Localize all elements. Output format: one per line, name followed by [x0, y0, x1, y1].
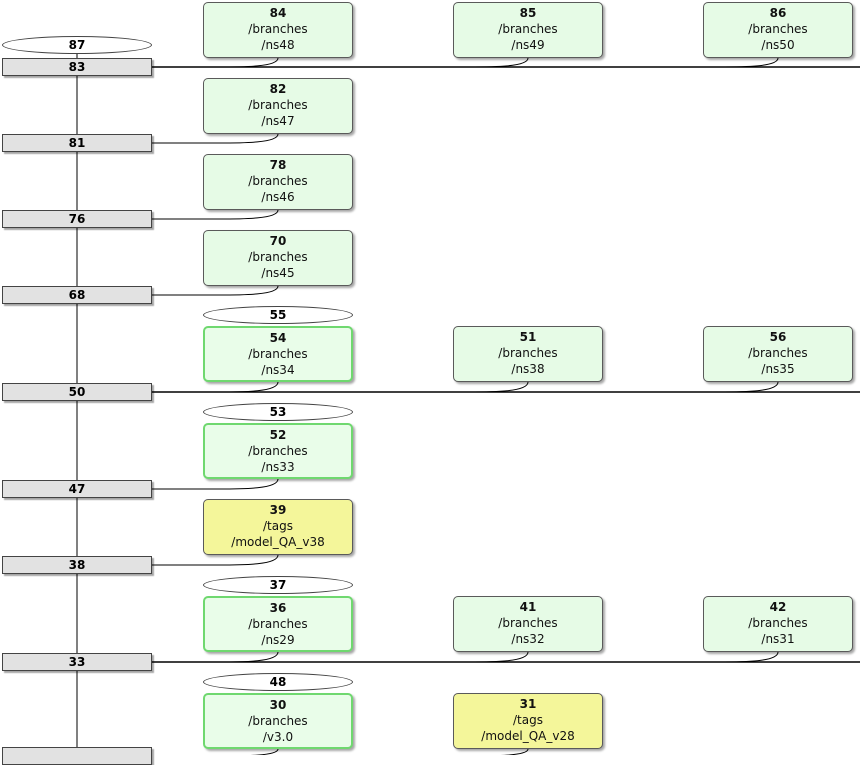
head-ellipse[interactable]: 48: [203, 673, 353, 691]
tag-node[interactable]: 31/tags/model_QA_v28: [453, 693, 603, 749]
revision-number: 39: [269, 503, 287, 517]
node-name: /v3.0: [262, 730, 294, 744]
branch-link: [217, 57, 279, 68]
branch-node[interactable]: 30/branches/v3.0: [203, 693, 353, 749]
revision-number: 54: [269, 331, 287, 345]
node-path: /branches: [498, 22, 558, 36]
branch-node[interactable]: 56/branches/ns35: [703, 326, 853, 382]
node-name: /ns50: [761, 38, 795, 52]
trunk-revision[interactable]: 83: [2, 58, 152, 76]
revision-number: 41: [519, 600, 537, 614]
branch-node[interactable]: 85/branches/ns49: [453, 2, 603, 58]
node-path: /branches: [248, 174, 308, 188]
branch-link: [152, 554, 279, 566]
trunk-revision[interactable]: 50: [2, 383, 152, 401]
node-name: /ns48: [261, 38, 295, 52]
node-name: /ns46: [261, 190, 295, 204]
branch-link: [152, 478, 279, 490]
trunk-revision[interactable]: 38: [2, 556, 152, 574]
node-path: /branches: [498, 346, 558, 360]
branch-link: [217, 381, 279, 393]
branch-link: [152, 133, 279, 144]
trunk-revision[interactable]: 81: [2, 134, 152, 152]
revision-number: 36: [269, 601, 287, 615]
node-name: /ns32: [511, 632, 545, 646]
head-ellipse[interactable]: 87: [2, 36, 152, 54]
branch-node[interactable]: 82/branches/ns47: [203, 78, 353, 134]
node-path: /branches: [748, 22, 808, 36]
revision-number: 42: [769, 600, 787, 614]
head-ellipse[interactable]: 37: [203, 576, 353, 594]
node-name: /ns34: [261, 363, 295, 377]
node-name: /model_QA_v38: [231, 535, 325, 549]
node-path: /branches: [748, 346, 808, 360]
trunk-revision[interactable]: 68: [2, 286, 152, 304]
node-name: /ns35: [761, 362, 795, 376]
head-ellipse[interactable]: 53: [203, 403, 353, 421]
revision-number: 30: [269, 698, 287, 712]
node-name: /ns33: [261, 460, 295, 474]
node-path: /branches: [498, 616, 558, 630]
node-path: /branches: [248, 714, 308, 728]
branch-node[interactable]: 52/branches/ns33: [203, 423, 353, 479]
node-path: /branches: [248, 98, 308, 112]
node-path: /tags: [263, 519, 293, 533]
node-path: /branches: [248, 347, 308, 361]
revision-number: 86: [769, 6, 787, 20]
branch-node[interactable]: 54/branches/ns34: [203, 326, 353, 382]
branch-node[interactable]: 42/branches/ns31: [703, 596, 853, 652]
node-name: /ns31: [761, 632, 795, 646]
revision-number: 51: [519, 330, 537, 344]
branch-link: [717, 381, 779, 393]
branch-node[interactable]: 86/branches/ns50: [703, 2, 853, 58]
revision-number: 56: [769, 330, 787, 344]
branch-link: [250, 748, 279, 755]
branch-link: [467, 651, 529, 663]
node-name: /ns29: [261, 633, 295, 647]
revision-number: 85: [519, 6, 537, 20]
branch-link: [717, 651, 779, 663]
branch-link: [717, 57, 779, 68]
node-name: /ns38: [511, 362, 545, 376]
branch-link: [467, 381, 529, 393]
branch-link: [467, 57, 529, 68]
node-name: /ns47: [261, 114, 295, 128]
trunk-revision[interactable]: 76: [2, 210, 152, 228]
node-path: /tags: [513, 713, 543, 727]
node-path: /branches: [248, 250, 308, 264]
revision-number: 82: [269, 82, 287, 96]
revision-number: 84: [269, 6, 287, 20]
branch-node[interactable]: 78/branches/ns46: [203, 154, 353, 210]
head-ellipse[interactable]: 55: [203, 306, 353, 324]
trunk-revision[interactable]: 47: [2, 480, 152, 498]
node-path: /branches: [248, 617, 308, 631]
branch-node[interactable]: 41/branches/ns32: [453, 596, 603, 652]
node-name: /model_QA_v28: [481, 729, 575, 743]
branch-link: [500, 748, 529, 755]
branch-node[interactable]: 36/branches/ns29: [203, 596, 353, 652]
branch-link: [152, 285, 279, 296]
node-path: /branches: [748, 616, 808, 630]
revision-number: 31: [519, 697, 537, 711]
branch-link: [217, 651, 279, 663]
tag-node[interactable]: 39/tags/model_QA_v38: [203, 499, 353, 555]
revision-number: 52: [269, 428, 287, 442]
node-path: /branches: [248, 444, 308, 458]
node-name: /ns45: [261, 266, 295, 280]
revision-number: 78: [269, 158, 287, 172]
trunk-revision[interactable]: 33: [2, 653, 152, 671]
branch-link: [152, 209, 279, 220]
revision-number: 70: [269, 234, 287, 248]
node-name: /ns49: [511, 38, 545, 52]
node-path: /branches: [248, 22, 308, 36]
branch-node[interactable]: 70/branches/ns45: [203, 230, 353, 286]
trunk-revision[interactable]: [2, 747, 152, 765]
branch-node[interactable]: 84/branches/ns48: [203, 2, 353, 58]
branch-node[interactable]: 51/branches/ns38: [453, 326, 603, 382]
